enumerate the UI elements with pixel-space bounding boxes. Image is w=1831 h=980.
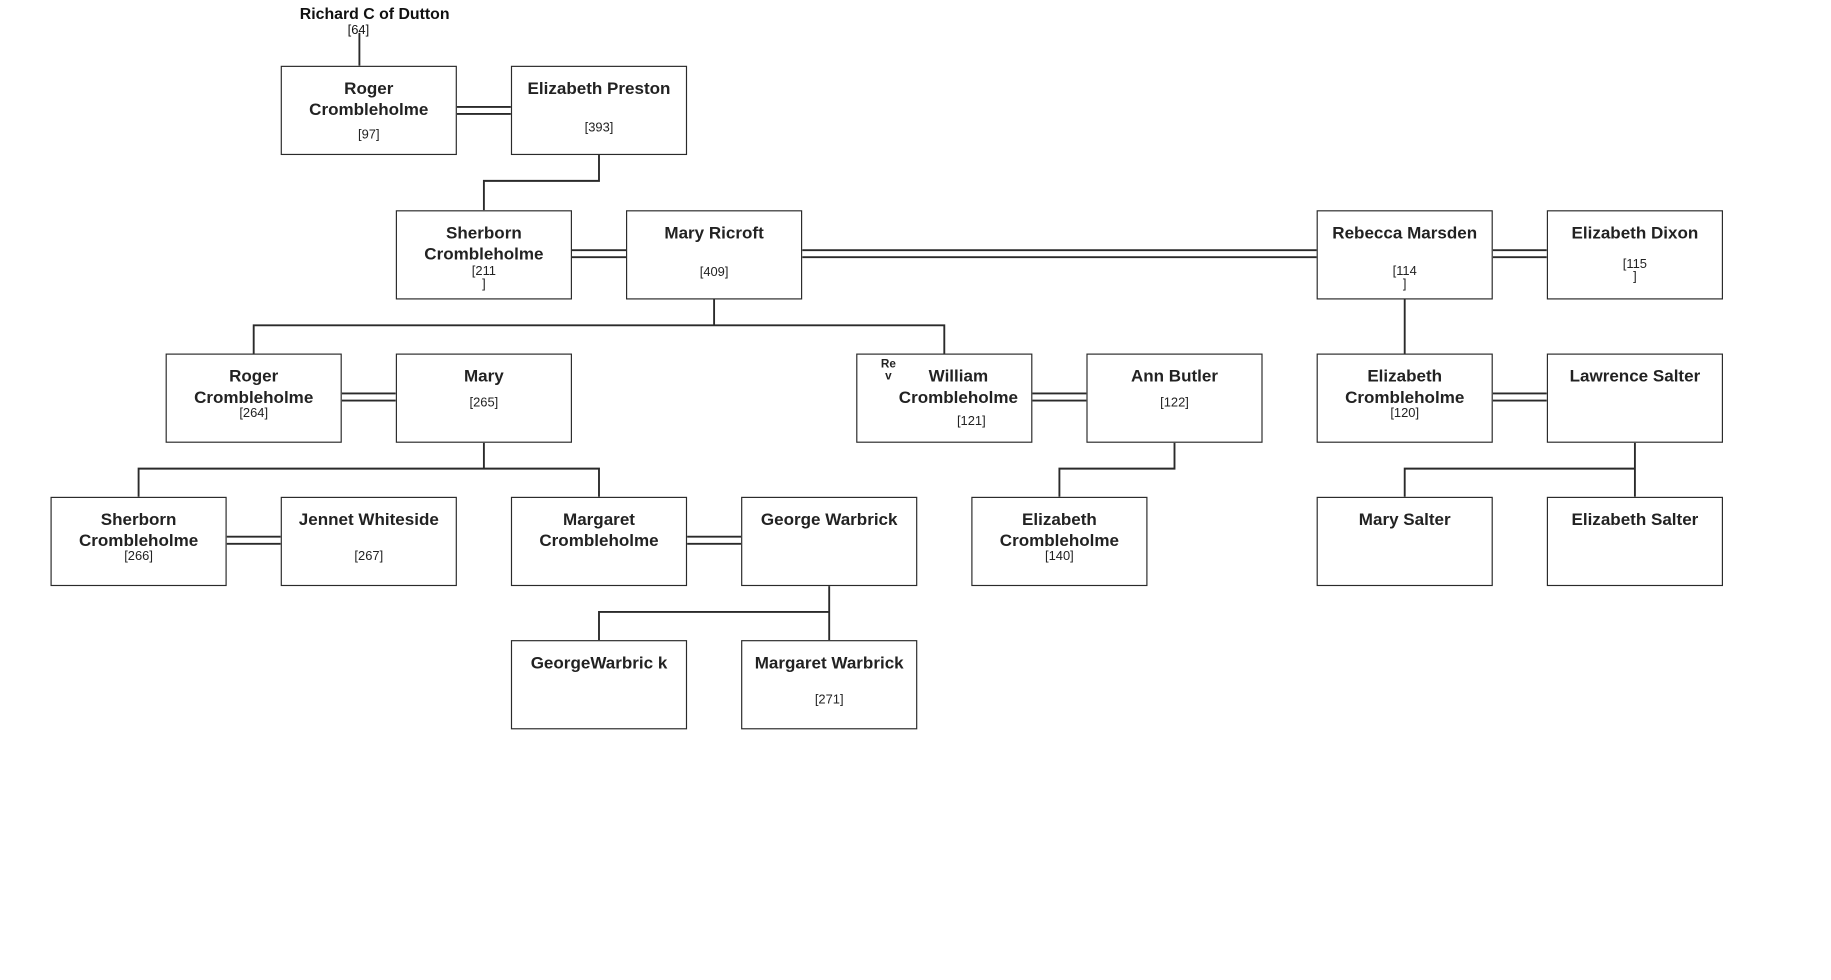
person-box-mary-265[interactable]: Mary [265] xyxy=(395,353,572,443)
person-name: GeorgeWarbric k xyxy=(530,654,668,673)
connector-lines xyxy=(137,32,1636,641)
person-box-margaret-warbrick[interactable]: Margaret Warbrick [271] xyxy=(741,640,918,730)
person-box-roger-crombleholme-264[interactable]: Roger Crombleholme [264] xyxy=(165,353,342,443)
person-id: [140] xyxy=(1045,549,1074,564)
person-id: [265] xyxy=(469,395,499,410)
person-box-jennet-whiteside[interactable]: Jennet Whiteside [267] xyxy=(280,496,457,587)
person-box-george-warbrick-jr[interactable]: GeorgeWarbric k xyxy=(510,640,688,730)
person-id: [122] xyxy=(1160,395,1189,410)
person-box-george-warbrick[interactable]: George Warbrick xyxy=(741,496,918,587)
person-id: [115 ] xyxy=(1622,257,1647,285)
person-box-elizabeth-crombleholme-120[interactable]: Elizabeth Crombleholme [120] xyxy=(1316,353,1493,443)
person-name: William Crombleholme xyxy=(898,367,1018,408)
person-name: Elizabeth Preston xyxy=(527,79,671,99)
person-box-sherborn-crombleholme-211[interactable]: Sherborn Crombleholme [211 ] xyxy=(395,210,572,300)
person-box-roger-crombleholme-97[interactable]: Roger Crombleholme [97] xyxy=(280,65,457,156)
person-name: Sherborn Crombleholme xyxy=(78,510,199,551)
person-id: [266] xyxy=(124,549,153,564)
top-ancestor-id: [64] xyxy=(347,23,370,38)
person-name: Ann Butler xyxy=(1130,367,1219,387)
person-box-mary-ricroft[interactable]: Mary Ricroft [409] xyxy=(626,210,803,300)
person-name: Rebecca Marsden xyxy=(1332,224,1478,244)
person-id: [97] xyxy=(358,128,380,143)
person-id: [393] xyxy=(584,120,614,136)
person-tag: Re v xyxy=(880,358,896,383)
person-box-rebecca-marsden[interactable]: Rebecca Marsden [114 ] xyxy=(1316,210,1493,300)
person-name: Roger Crombleholme xyxy=(194,367,314,408)
person-id: [211 ] xyxy=(471,264,496,292)
person-box-ann-butler[interactable]: Ann Butler [122] xyxy=(1086,353,1263,443)
person-name: Sherborn Crombleholme xyxy=(424,224,544,265)
person-box-elizabeth-dixon[interactable]: Elizabeth Dixon [115 ] xyxy=(1546,210,1723,300)
person-name: Margaret Warbrick xyxy=(754,654,904,673)
person-id: [409] xyxy=(699,265,729,280)
person-name: George Warbrick xyxy=(760,510,898,530)
person-name: Margaret Crombleholme xyxy=(539,510,659,551)
top-ancestor-name: Richard C of Dutton xyxy=(299,4,450,23)
person-name: Mary Salter xyxy=(1358,510,1451,530)
person-name: Elizabeth Salter xyxy=(1571,510,1699,530)
person-box-mary-salter[interactable]: Mary Salter xyxy=(1316,496,1493,587)
person-box-margaret-crombleholme[interactable]: Margaret Crombleholme xyxy=(510,496,688,587)
person-id: [267] xyxy=(354,549,384,564)
person-name: Mary xyxy=(464,367,504,387)
person-id: [264] xyxy=(239,406,269,421)
person-id: [114 ] xyxy=(1392,264,1417,292)
person-box-sherborn-crombleholme-266[interactable]: Sherborn Crombleholme [266] xyxy=(50,496,227,587)
person-box-elizabeth-salter[interactable]: Elizabeth Salter xyxy=(1546,496,1723,587)
person-name: Elizabeth Crombleholme xyxy=(1345,367,1465,408)
person-box-lawrence-salter[interactable]: Lawrence Salter xyxy=(1546,353,1723,443)
person-name: Elizabeth Dixon xyxy=(1571,224,1699,244)
person-box-william-crombleholme[interactable]: Re v William Crombleholme [121] xyxy=(856,353,1033,443)
person-box-elizabeth-preston[interactable]: Elizabeth Preston [393] xyxy=(510,65,688,156)
person-name: Jennet Whiteside xyxy=(298,510,439,530)
person-box-elizabeth-crombleholme-140[interactable]: Elizabeth Crombleholme [140] xyxy=(971,496,1148,587)
person-name: Lawrence Salter xyxy=(1569,367,1701,387)
person-name: Mary Ricroft xyxy=(664,224,764,244)
person-name: Elizabeth Crombleholme xyxy=(999,510,1120,551)
person-name: Roger Crombleholme xyxy=(309,79,429,120)
person-id: [271] xyxy=(814,692,844,708)
person-id: [120] xyxy=(1390,406,1420,421)
person-id: [121] xyxy=(956,414,986,429)
